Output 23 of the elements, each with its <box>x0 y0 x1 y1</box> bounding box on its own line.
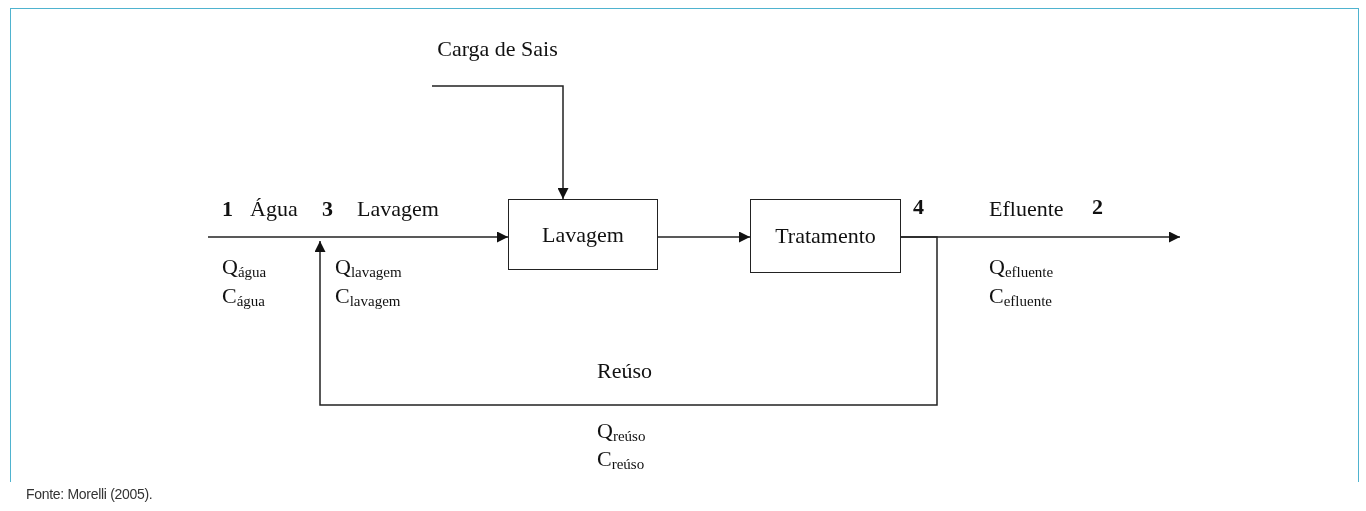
arrow <box>207 231 509 243</box>
stream-label: Efluente <box>989 198 1064 220</box>
arrow <box>431 85 569 200</box>
arrow <box>657 231 751 243</box>
flow-symbol: Q$_{reúso}$ <box>597 420 646 444</box>
point-number: 3 <box>322 198 333 220</box>
concentration-symbol: C$_{água}$ <box>222 285 265 309</box>
process-box: Lavagem <box>508 199 658 270</box>
arrow <box>314 236 938 406</box>
point-number: 1 <box>222 198 233 220</box>
stream-label: Água <box>250 198 298 220</box>
concentration-symbol: C$_{lavagem}$ <box>335 285 401 309</box>
stream-label: Lavagem <box>357 198 439 220</box>
point-number: 2 <box>1092 196 1103 218</box>
input-label: Carga de Sais <box>420 36 575 86</box>
concentration-symbol: C$_{reúso}$ <box>597 448 645 472</box>
process-box: Tratamento <box>750 199 901 273</box>
flow-symbol: Q$_{efluente}$ <box>989 256 1054 280</box>
flow-symbol: Q$_{água}$ <box>222 256 267 280</box>
flow-symbol: Q$_{lavagem}$ <box>335 256 402 280</box>
point-number: 4 <box>913 196 924 218</box>
concentration-symbol: C$_{efluente}$ <box>989 285 1052 309</box>
caption: Fonte: Morelli (2005). <box>26 486 153 502</box>
